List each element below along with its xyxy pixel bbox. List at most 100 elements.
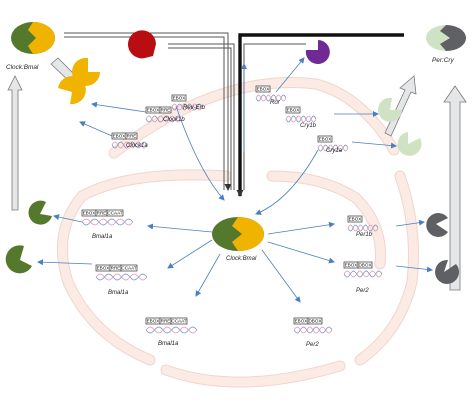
promoter-element-label: DBOX <box>308 319 321 324</box>
promoter-element-label: RRE <box>127 134 137 139</box>
arrow-to-per2-right <box>267 241 335 264</box>
arrow-clock1b-to-protein <box>91 101 147 113</box>
arrow-to-per2-bottom <box>261 249 301 303</box>
arrow-bmal1a-to-protein-upper <box>53 214 83 223</box>
promoter-element-label: RRE <box>111 266 121 271</box>
gene-label: Cry1b <box>300 123 317 129</box>
up-arrow-left <box>7 75 23 211</box>
dna-helix <box>145 115 182 123</box>
promoter-element-label: CCAAT <box>171 319 186 324</box>
arrow-cry1a-to-center <box>255 149 319 215</box>
cry-protein-icon <box>397 132 422 156</box>
promoter-element-box <box>307 317 323 325</box>
arrow-per1b-to-protein <box>395 219 425 227</box>
promoter-element-label: RRE <box>161 319 171 324</box>
promoter-element-label: EBOX <box>83 211 96 216</box>
dna-helix <box>95 273 148 281</box>
ror-protein-icon <box>305 40 330 64</box>
dna-helix <box>145 326 198 334</box>
arrow-cry1a-to-protein <box>351 141 397 149</box>
promoter-element-label: EBOX <box>147 108 160 113</box>
promoter-element-box <box>171 94 187 102</box>
rev-erb-protein-icon <box>128 30 156 59</box>
promoter-element-box <box>125 132 138 140</box>
dna-helix <box>255 94 287 102</box>
gene-label: Bmal1a <box>108 290 129 296</box>
gene-label: Clock1a <box>126 143 148 149</box>
inner-arc-left <box>57 169 232 366</box>
line-from-per-cry <box>236 33 404 197</box>
gene-rev-erb: EBOX Rev-Erb <box>171 94 206 111</box>
feedback-lines <box>64 32 404 197</box>
arrow-to-bmal1a-left <box>147 223 213 233</box>
promoter-element-label: EBOX <box>295 319 308 324</box>
complex-label-top-right: Per:Cry <box>432 57 454 64</box>
promoter-element-label: EBOX <box>257 87 270 92</box>
promoter-element-box <box>120 264 138 272</box>
arrow-bmal1a-to-protein-lower <box>37 259 93 266</box>
cry-protein-icon <box>378 97 402 122</box>
promoter-element-box <box>285 106 301 114</box>
gene-label: Clock1b <box>163 117 185 123</box>
promoter-element-box <box>170 317 188 325</box>
dna-helix <box>81 218 134 226</box>
per-cry-complex-icon <box>426 25 466 51</box>
gene-label: Cry1a <box>326 148 343 154</box>
promoter-element-label: RRE <box>161 108 171 113</box>
center-clock-bmal-icon <box>212 217 264 251</box>
per-protein-icon <box>435 259 460 284</box>
clock-protein-icon <box>58 76 86 105</box>
promoter-element-label: CCAAT <box>107 211 122 216</box>
dna-helix <box>111 141 148 149</box>
promoter-element-label: RRE <box>97 211 107 216</box>
per-protein-icon <box>426 213 448 237</box>
dna-helix <box>171 103 203 111</box>
gene-label: Per1b <box>356 232 373 238</box>
arrow-clock1a-to-protein <box>79 121 113 137</box>
promoter-element-box <box>106 209 124 217</box>
dna-helix <box>343 270 383 278</box>
bmal-protein-icon <box>28 200 52 225</box>
gene-label: Rev-Erb <box>183 105 206 111</box>
promoter-element-label: CCAAT <box>121 266 136 271</box>
arrow-to-bmal1a-mid <box>167 239 213 269</box>
line-from-ror <box>243 43 306 190</box>
arrow-per2-to-protein <box>395 265 433 273</box>
promoter-element-box <box>255 85 271 93</box>
arrow-ror-to-protein <box>275 57 305 93</box>
inner-arc-right <box>266 170 386 270</box>
arrow-to-per1b <box>267 221 335 235</box>
promoter-element-label: EBOX <box>349 217 362 222</box>
dna-helix <box>285 115 317 123</box>
complex-label-center: Clock:Bmal <box>226 256 257 262</box>
promoter-element-label: EBOX <box>173 96 186 101</box>
complex-label-top-left: Clock:Bmal <box>6 64 39 71</box>
promoter-element-label: DBOX <box>358 263 371 268</box>
gene-label: Per2 <box>356 288 369 294</box>
outer-arc-top <box>108 76 400 159</box>
gene-label: Bmal1a <box>92 234 113 240</box>
promoter-element-box <box>159 106 172 114</box>
gene-label: Bmal1a <box>158 341 179 347</box>
nucleus-envelope <box>57 76 419 388</box>
arrow-to-bmal1a-bottom <box>195 253 221 297</box>
dna-helix <box>347 224 379 232</box>
promoter-element-label: EBOX <box>113 134 126 139</box>
promoter-element-box <box>347 215 363 223</box>
bmal-protein-icon <box>5 245 32 274</box>
line-from-rev-erb <box>168 43 235 190</box>
dna-helix <box>293 326 333 334</box>
